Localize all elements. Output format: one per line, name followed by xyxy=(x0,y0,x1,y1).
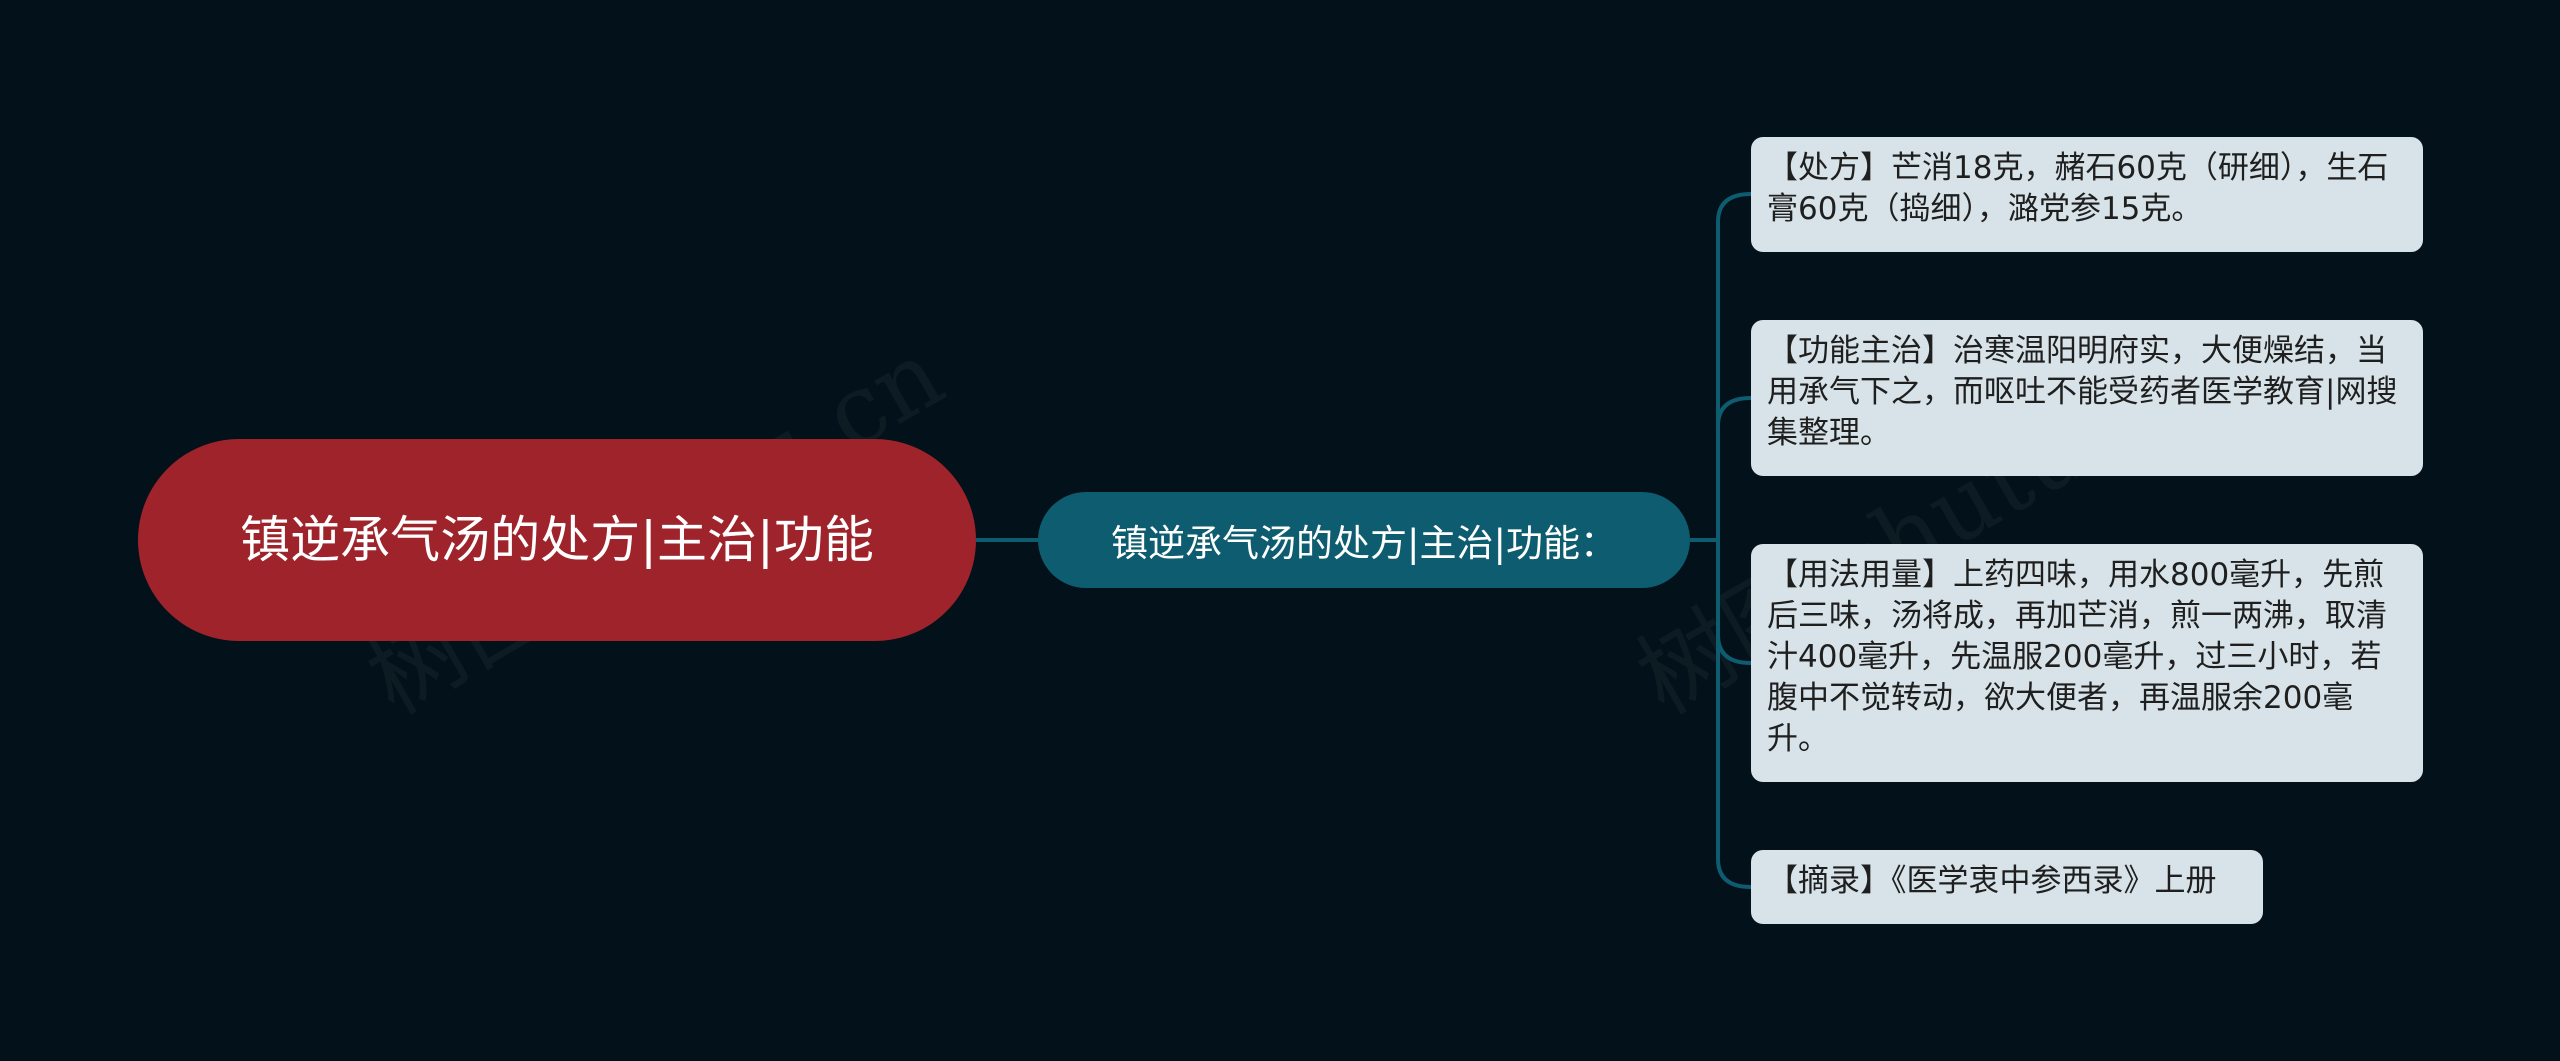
subtopic-label: 镇逆承气汤的处方|主治|功能： xyxy=(1111,522,1617,565)
leaf-node-source[interactable]: 【摘录】《医学衷中参西录》上册 xyxy=(1751,850,2263,924)
branch-connector-1 xyxy=(1716,396,1752,540)
leaf-node-dosage[interactable]: 【用法用量】上药四味，用水800毫升，先煎后三味，汤将成，再加芒消，煎一两沸，取… xyxy=(1751,544,2423,782)
branch-connector-3 xyxy=(1716,540,1752,889)
leaf-node-prescription[interactable]: 【处方】芒消18克，赭石60克（研细），生石膏60克（捣细），潞党参15克。 xyxy=(1751,137,2423,252)
root-topic-label: 镇逆承气汤的处方|主治|功能 xyxy=(240,511,874,569)
root-topic-node[interactable]: 镇逆承气汤的处方|主治|功能 xyxy=(138,439,976,641)
leaf-label: 【摘录】《医学衷中参西录》上册 xyxy=(1767,863,2217,899)
leaf-label: 【用法用量】上药四味，用水800毫升，先煎后三味，汤将成，再加芒消，煎一两沸，取… xyxy=(1767,557,2387,757)
subtopic-node[interactable]: 镇逆承气汤的处方|主治|功能： xyxy=(1038,492,1690,588)
leaf-label: 【功能主治】治寒温阳明府实，大便燥结，当用承气下之，而呕吐不能受药者医学教育|网… xyxy=(1767,333,2398,451)
leaf-node-indications[interactable]: 【功能主治】治寒温阳明府实，大便燥结，当用承气下之，而呕吐不能受药者医学教育|网… xyxy=(1751,320,2423,476)
leaf-label: 【处方】芒消18克，赭石60克（研细），生石膏60克（捣细），潞党参15克。 xyxy=(1767,150,2389,227)
branch-connector-2 xyxy=(1716,540,1752,665)
branch-connector-0 xyxy=(1716,192,1752,540)
